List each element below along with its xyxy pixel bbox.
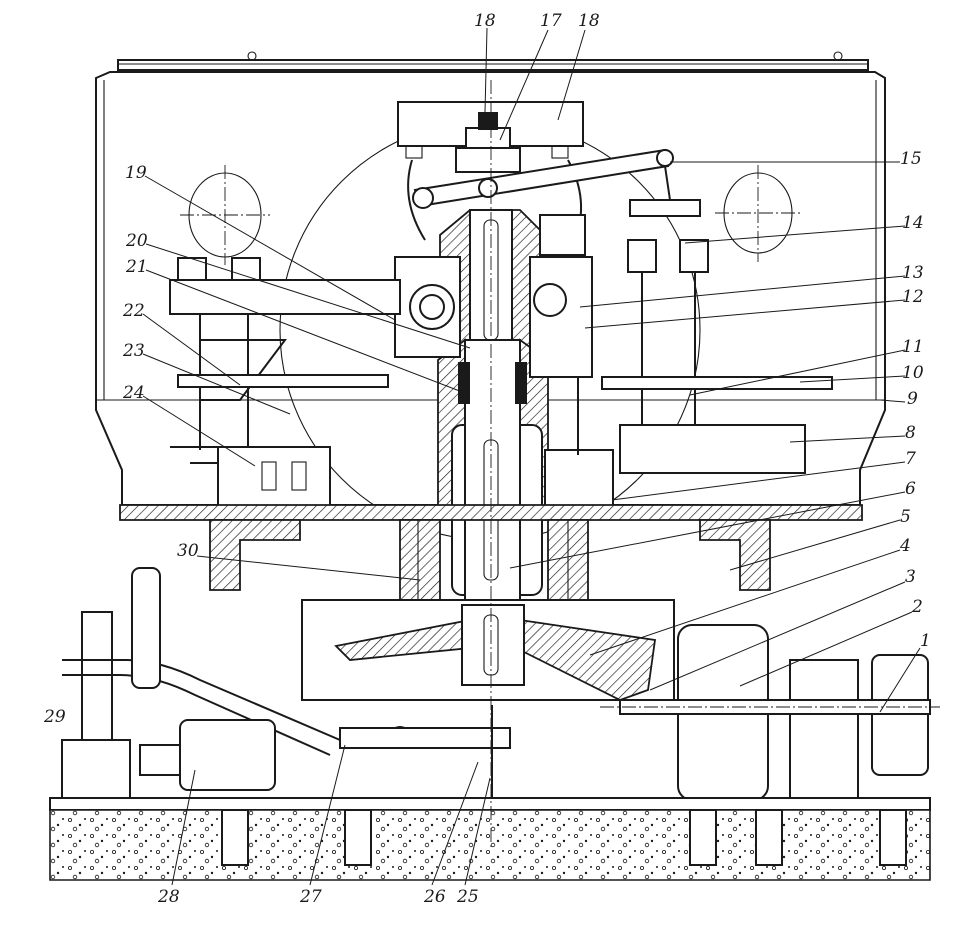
right-gripper-assembly [529, 199, 833, 513]
callout-8: 8 [905, 423, 916, 443]
callout-10: 10 [902, 363, 924, 383]
top-bracket [397, 101, 584, 241]
callout-1: 1 [920, 631, 931, 651]
callout-7: 7 [905, 449, 916, 469]
callout-13: 13 [902, 263, 924, 283]
callout-11: 11 [902, 337, 924, 357]
callout-4: 4 [899, 536, 911, 556]
callout-5: 5 [900, 507, 911, 527]
callout-14: 14 [902, 213, 924, 233]
inspection-windows [180, 165, 800, 265]
leader-lines [142, 27, 921, 886]
callout-27: 27 [299, 887, 322, 907]
left-gripper-assembly [169, 256, 461, 512]
callout-17: 17 [540, 11, 562, 31]
callout-24: 24 [122, 383, 145, 403]
drive-gear-box [301, 599, 675, 701]
callout-labels: 1 2 3 4 5 6 7 8 9 10 11 12 13 14 15 18 1… [43, 11, 931, 907]
lower-housing [119, 504, 863, 601]
callout-15: 15 [900, 149, 922, 169]
callout-9: 9 [907, 389, 918, 409]
callout-22: 22 [122, 301, 145, 321]
callout-23: 23 [122, 341, 145, 361]
callout-6: 6 [905, 479, 916, 499]
callout-12: 12 [902, 287, 924, 307]
callout-21: 21 [125, 257, 148, 277]
callout-30: 30 [177, 541, 199, 561]
lever-arm [412, 148, 674, 209]
callout-25: 25 [456, 887, 479, 907]
motor-right [600, 624, 940, 801]
callout-2: 2 [911, 597, 923, 617]
callout-29: 29 [43, 707, 66, 727]
left-drive [61, 567, 511, 840]
callout-3: 3 [905, 567, 916, 587]
callout-16: 18 [474, 11, 496, 31]
callout-18: 18 [578, 11, 600, 31]
callout-19: 19 [125, 163, 147, 183]
callout-20: 20 [125, 231, 148, 251]
callout-28: 28 [157, 887, 180, 907]
foundation [49, 797, 931, 881]
callout-26: 26 [423, 887, 446, 907]
